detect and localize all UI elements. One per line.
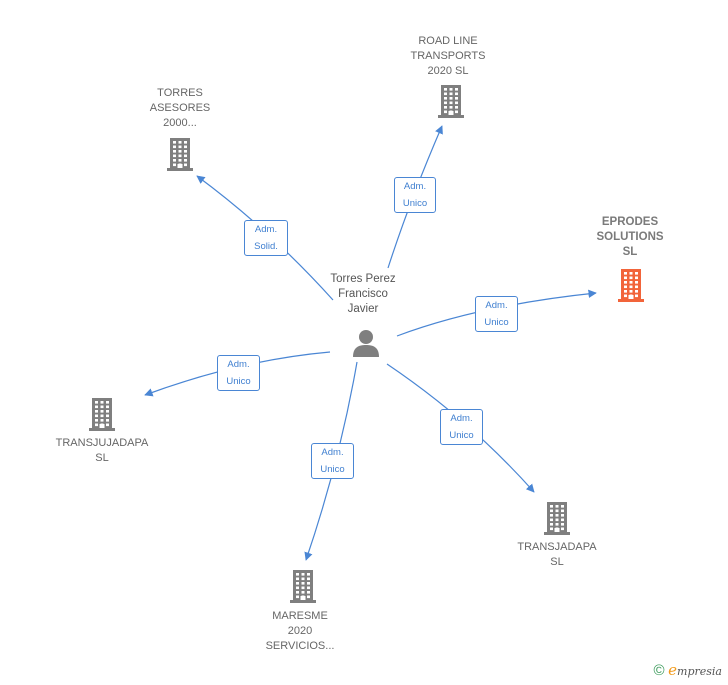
role-badge-maresme: Adm. Unico — [311, 443, 354, 479]
role-badge-transjujadapa: Adm. Unico — [217, 355, 260, 391]
company-label-road-line[interactable]: ROAD LINE TRANSPORTS 2020 SL — [410, 35, 486, 77]
copyright-icon: © — [653, 662, 665, 679]
person-icon[interactable] — [351, 328, 381, 363]
company-label-transjadapa[interactable]: TRANSJADAPA SL — [517, 541, 597, 568]
building-icon[interactable] — [436, 84, 466, 123]
building-icon[interactable] — [616, 268, 646, 307]
person-name[interactable]: Torres Perez Francisco Javier — [330, 273, 396, 315]
brand-logo-initial: e — [668, 661, 678, 679]
building-icon[interactable] — [87, 397, 117, 436]
company-label-torres-asesores[interactable]: TORRES ASESORES 2000... — [149, 87, 211, 129]
role-badge-road-line: Adm. Unico — [394, 177, 436, 213]
role-badge-transjadapa: Adm. Unico — [440, 409, 483, 445]
role-badge-eprodes: Adm. Unico — [475, 296, 518, 332]
building-icon[interactable] — [165, 137, 195, 176]
company-label-transjujadapa[interactable]: TRANSJUJADAPA SL — [55, 437, 149, 464]
company-label-eprodes-solutions[interactable]: EPRODES SOLUTIONS SL — [596, 216, 664, 258]
brand-logo-name: mpresia — [677, 665, 722, 678]
building-icon[interactable] — [542, 501, 572, 540]
building-icon[interactable] — [288, 569, 318, 608]
company-label-maresme[interactable]: MARESME 2020 SERVICIOS... — [265, 610, 335, 652]
footer-brand: © empresia — [653, 661, 722, 679]
role-badge-torres-asesores: Adm. Solid. — [244, 220, 288, 256]
